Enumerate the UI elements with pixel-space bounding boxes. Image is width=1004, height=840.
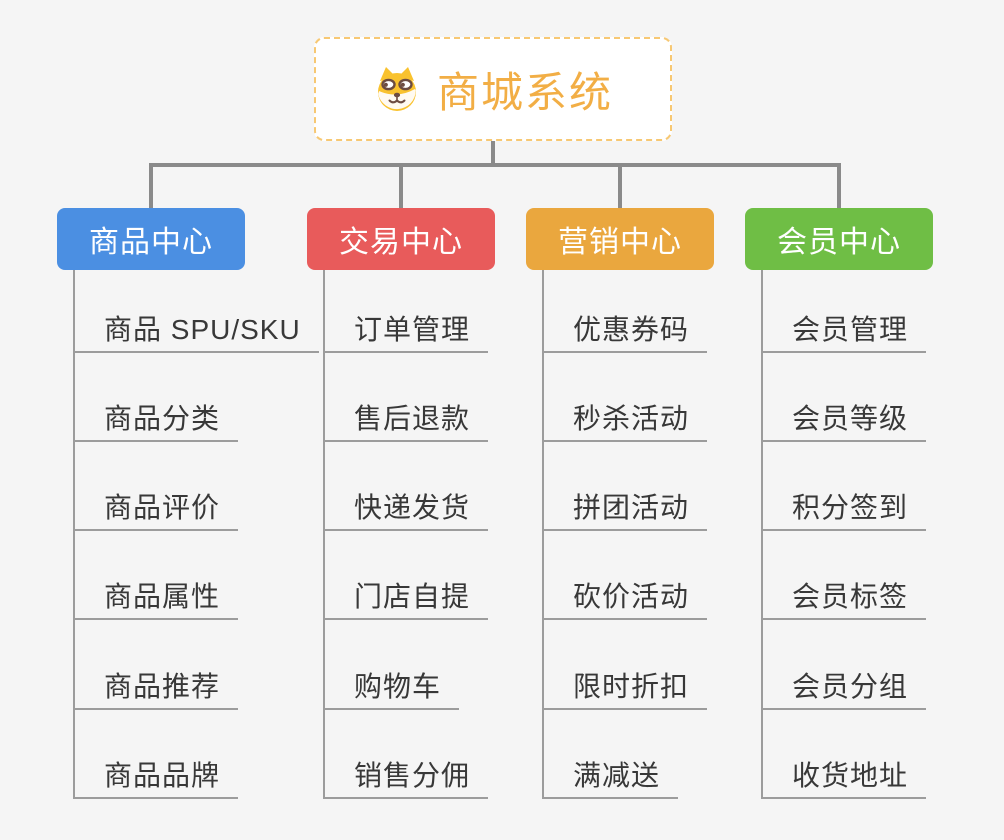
branch-stem-line [761, 270, 763, 799]
leaf-node[interactable]: 会员管理 [761, 315, 927, 353]
leaf-node[interactable]: 限时折扣 [542, 672, 708, 710]
root-node[interactable]: 商城系统 [314, 37, 672, 141]
branch-stem-line [73, 270, 75, 799]
leaf-node[interactable]: 销售分佣 [323, 761, 489, 799]
leaf-node[interactable]: 售后退款 [323, 404, 489, 442]
leaf-node[interactable]: 秒杀活动 [542, 404, 708, 442]
connector-segment [149, 163, 153, 208]
leaf-node[interactable]: 商品 SPU/SKU [73, 315, 319, 353]
leaf-node[interactable]: 拼团活动 [542, 493, 708, 531]
connector-segment [618, 163, 622, 208]
leaf-node[interactable]: 会员等级 [761, 404, 927, 442]
leaf-node[interactable]: 商品品牌 [73, 761, 239, 799]
leaf-node[interactable]: 商品属性 [73, 582, 239, 620]
leaf-node[interactable]: 满减送 [542, 761, 679, 799]
leaf-node[interactable]: 商品推荐 [73, 672, 239, 710]
leaf-node[interactable]: 收货地址 [761, 761, 927, 799]
connector-segment [149, 163, 841, 167]
branch-node-product-center[interactable]: 商品中心 [57, 208, 245, 270]
leaf-node[interactable]: 商品评价 [73, 493, 239, 531]
branch-stem-line [542, 270, 544, 799]
branch-label: 营销中心 [558, 226, 682, 259]
dog-face-icon [373, 65, 421, 113]
root-title: 商城系统 [436, 68, 613, 116]
branch-node-marketing-center[interactable]: 营销中心 [526, 208, 714, 270]
leaf-node[interactable]: 快递发货 [323, 493, 489, 531]
branch-label: 会员中心 [777, 226, 901, 259]
leaf-node[interactable]: 会员标签 [761, 582, 927, 620]
connector-segment [491, 141, 495, 167]
connector-segment [837, 163, 841, 208]
leaf-node[interactable]: 会员分组 [761, 672, 927, 710]
leaf-node[interactable]: 门店自提 [323, 582, 489, 620]
connector-segment [399, 163, 403, 208]
leaf-node[interactable]: 订单管理 [323, 315, 489, 353]
branch-node-trade-center[interactable]: 交易中心 [307, 208, 495, 270]
branch-label: 交易中心 [339, 226, 463, 259]
leaf-node[interactable]: 商品分类 [73, 404, 239, 442]
leaf-node[interactable]: 优惠券码 [542, 315, 708, 353]
leaf-node[interactable]: 购物车 [323, 672, 460, 710]
branch-label: 商品中心 [89, 226, 213, 259]
leaf-node[interactable]: 砍价活动 [542, 582, 708, 620]
branch-node-member-center[interactable]: 会员中心 [745, 208, 933, 270]
branch-stem-line [323, 270, 325, 799]
leaf-node[interactable]: 积分签到 [761, 493, 927, 531]
